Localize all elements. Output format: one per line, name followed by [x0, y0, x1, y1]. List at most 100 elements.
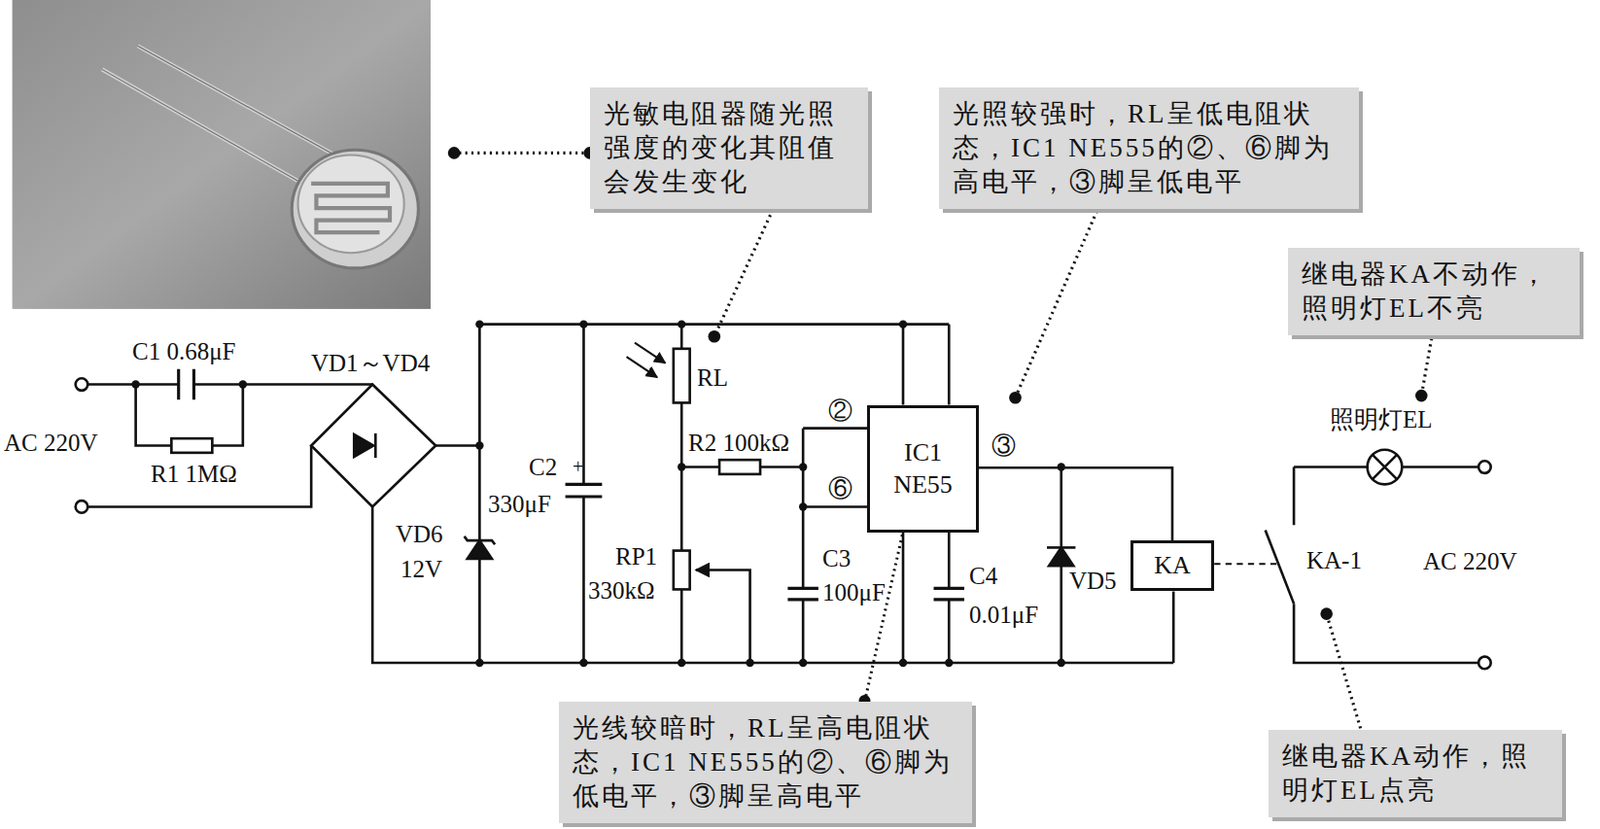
component-name: IC1 NE55	[884, 437, 963, 501]
junction-dot	[799, 502, 807, 511]
junction-dot	[899, 659, 907, 667]
leader-dot	[1415, 389, 1428, 403]
callout-box: 继电器KA不动作，照明灯EL不亮	[1287, 247, 1580, 336]
junction-dot	[677, 462, 686, 471]
junction-dot	[475, 319, 484, 328]
component-label: C3	[822, 545, 851, 573]
callout-box: 光线较暗时，RL呈高电阻状态，IC1 NE555的②、⑥脚为低电平，③脚呈高电平	[558, 701, 973, 824]
component-name: KA	[1133, 550, 1212, 583]
callout-text: 继电器KA不动作，照明灯EL不亮	[1301, 257, 1566, 326]
relay-link	[1214, 562, 1281, 565]
leader-line	[453, 151, 591, 155]
junction-dot	[899, 319, 907, 328]
terminal	[1478, 657, 1492, 670]
component-label: R1 1MΩ	[150, 460, 238, 488]
component-label: 330μF	[487, 490, 552, 519]
junction-dot	[579, 659, 588, 667]
wire	[136, 384, 244, 447]
junction-dot	[131, 380, 140, 388]
photoresistor-photo	[102, 45, 335, 186]
junction-dot	[799, 462, 807, 471]
relay-link	[1214, 562, 1281, 565]
wire	[87, 324, 1479, 663]
leader-line	[1326, 614, 1363, 735]
component-label: 330kΩ	[588, 577, 656, 605]
terminal	[1478, 460, 1492, 474]
component-label: ②	[828, 397, 853, 425]
component-label: AC 220V	[1423, 548, 1518, 576]
component-label: RL	[696, 364, 729, 392]
bridge-rectifier	[353, 434, 374, 457]
capacitor-symbol	[934, 588, 965, 600]
wire	[1172, 591, 1176, 663]
resistor-symbol	[719, 459, 761, 475]
resistor-symbol	[171, 348, 761, 591]
diode-symbol	[464, 536, 495, 545]
wire	[372, 506, 1174, 663]
component-label: 0.01μF	[969, 601, 1039, 629]
junction-dot	[799, 659, 807, 667]
junction-dot	[677, 319, 686, 328]
callout-box: 光照较强时，RL呈低电阻状态，IC1 NE555的②、⑥脚为高电平，③脚呈低电平	[939, 87, 1359, 209]
lamp-symbol	[1367, 450, 1403, 486]
terminal	[75, 378, 1492, 669]
light-arrows	[626, 343, 666, 379]
junction-dot	[677, 659, 686, 667]
leader-dot	[1008, 391, 1022, 405]
switch-contact	[1265, 530, 1294, 605]
diode-symbol	[467, 540, 492, 559]
resistor-symbol	[673, 348, 691, 404]
ic-box: IC1 NE55	[867, 405, 979, 533]
component-label: AC 220V	[3, 429, 99, 457]
component-label: VD5	[1069, 567, 1117, 595]
capacitor-symbol	[565, 484, 603, 497]
photoresistor-photo	[291, 149, 418, 269]
resistor-symbol	[171, 438, 212, 453]
wire	[978, 467, 1173, 541]
photoresistor-photo	[12, 0, 431, 310]
light-arrows	[626, 356, 658, 378]
wire	[681, 324, 803, 468]
component-label: VD1～VD4	[311, 349, 430, 378]
bridge-rectifier	[311, 384, 436, 508]
leader-line	[865, 532, 904, 702]
leader-dot	[448, 146, 461, 160]
component-label: ⑥	[828, 475, 853, 503]
diode-symbol	[1048, 547, 1074, 566]
light-arrows	[634, 343, 665, 364]
junction-dot	[475, 441, 484, 450]
component-label: 100μF	[822, 579, 886, 607]
resistor-symbol	[673, 551, 691, 591]
terminal	[75, 500, 89, 514]
leader-line	[714, 204, 776, 337]
switch-contact	[1265, 530, 1294, 605]
leader-dot	[448, 146, 1428, 621]
leader-line	[1421, 326, 1434, 396]
component-label: R2 100kΩ	[688, 429, 790, 457]
photoresistor-photo	[102, 45, 335, 186]
callout-box: 光敏电阻器随光照强度的变化其阻值会发生变化	[590, 87, 869, 209]
terminal	[75, 378, 89, 391]
leader-dot	[708, 330, 722, 344]
junction-dot	[745, 659, 754, 667]
callout-text: 光线较暗时，RL呈高电阻状态，IC1 NE555的②、⑥脚为低电平，③脚呈高电平	[572, 711, 959, 814]
relay-box: KA	[1130, 540, 1215, 592]
capacitor-symbol	[178, 369, 965, 600]
wire	[802, 428, 868, 663]
callout-box: 继电器KA动作，照明灯EL点亮	[1268, 730, 1563, 818]
callout-text: 光照较强时，RL呈低电阻状态，IC1 NE555的②、⑥脚为高电平，③脚呈低电平	[952, 97, 1346, 200]
lamp-symbol	[1367, 450, 1403, 486]
potentiometer-wiper	[695, 570, 751, 663]
component-label: C2	[528, 453, 557, 482]
callout-text: 继电器KA动作，照明灯EL点亮	[1282, 739, 1549, 808]
wire	[582, 324, 586, 663]
callout-text: 光敏电阻器随光照强度的变化其阻值会发生变化	[603, 97, 855, 200]
wire	[87, 446, 312, 508]
component-label: 照明灯EL	[1329, 406, 1433, 434]
junction-dot	[131, 319, 1066, 667]
potentiometer-wiper	[695, 570, 751, 663]
component-label: VD6	[395, 521, 444, 549]
component-label: 12V	[400, 556, 443, 584]
component-label: RP1	[615, 543, 658, 571]
